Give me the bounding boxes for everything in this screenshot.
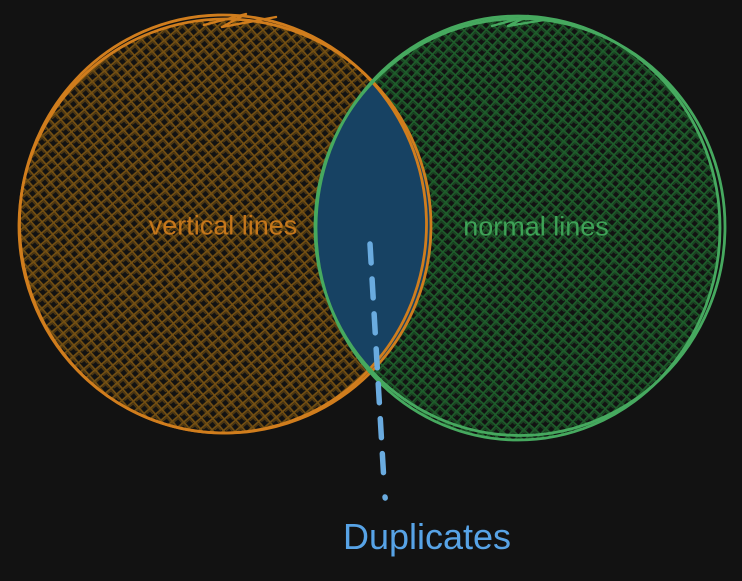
right-circle-outline: [313, 14, 727, 442]
intersection-label: Duplicates: [342, 516, 512, 557]
left-circle-outline: [17, 12, 433, 435]
left-circle-sketch-flourish: [202, 12, 278, 29]
right-circle-hatch-fill: [316, 16, 720, 440]
duplicates-callout-line: [367, 241, 388, 501]
left-circle-hatch-fill: [20, 19, 430, 433]
left-set-label: vertical lines: [148, 210, 298, 241]
right-set-label: normal lines: [463, 211, 609, 242]
right-circle-sketch-flourish: [490, 14, 546, 28]
